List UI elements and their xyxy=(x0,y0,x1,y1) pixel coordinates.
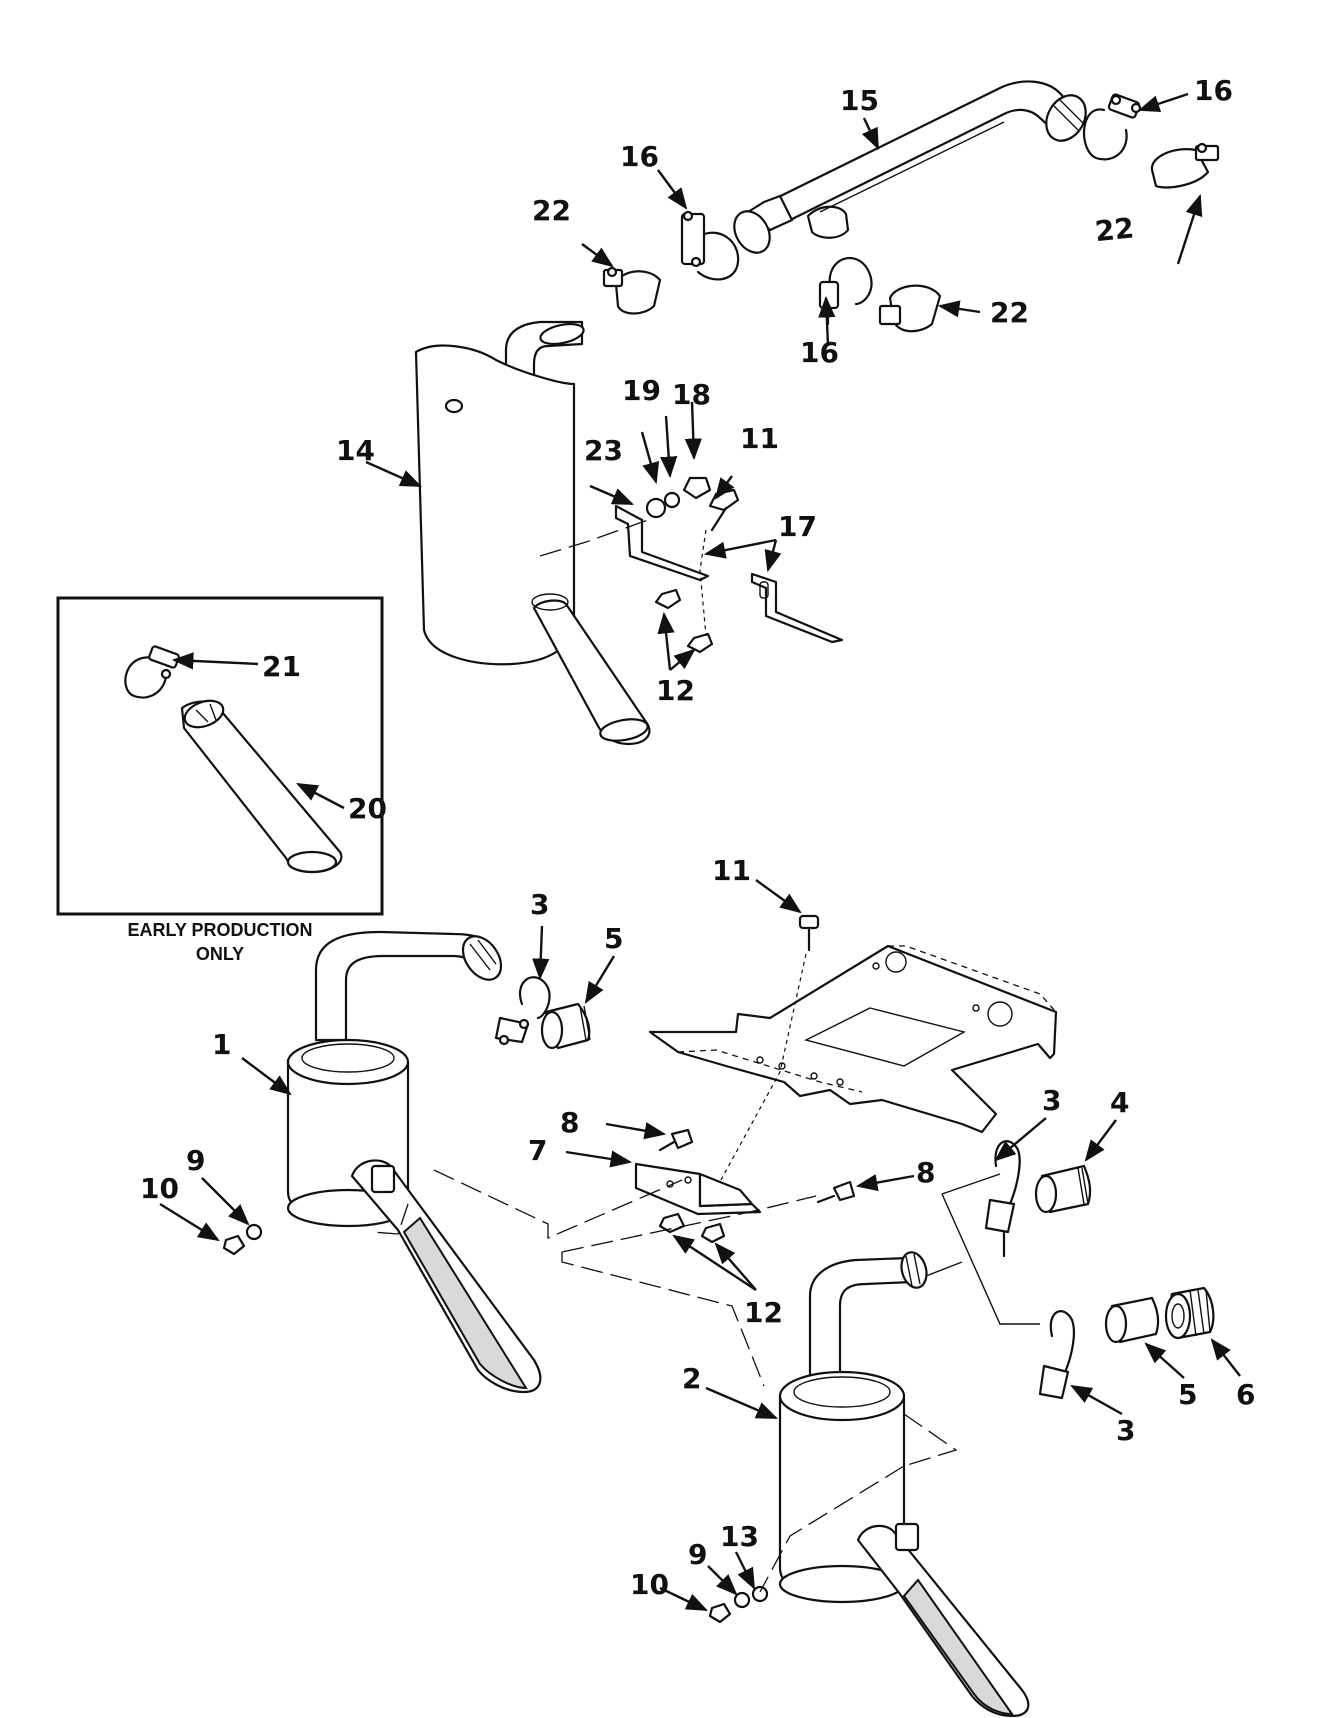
callout-22-upper-right: 22 xyxy=(1093,211,1135,248)
callout-22-center: 22 xyxy=(990,296,1029,329)
callout-1: 1 xyxy=(212,1028,231,1061)
muffler-2 xyxy=(778,1251,1030,1718)
callout-11-lower: 11 xyxy=(712,854,751,887)
callout-3-upper: 3 xyxy=(530,888,549,921)
callout-16-upper-left: 16 xyxy=(620,140,659,173)
band-clamp-22-upper-right xyxy=(1150,142,1220,189)
callout-9-right: 9 xyxy=(688,1538,707,1571)
coupling-6 xyxy=(1164,1286,1215,1340)
callout-9-left: 9 xyxy=(186,1144,205,1177)
callout-8-right: 8 xyxy=(916,1156,935,1189)
early-production-inset xyxy=(56,596,384,916)
inset-caption-line2: ONLY xyxy=(196,944,244,964)
callout-6: 6 xyxy=(1236,1378,1255,1411)
muffler-mount-plate xyxy=(648,944,1058,1134)
washers-9-10-left xyxy=(222,1223,263,1256)
callout-20: 20 xyxy=(348,792,387,825)
hardware-11-18-19-23-12 xyxy=(645,476,740,654)
callout-12-upper: 12 xyxy=(656,674,695,707)
assembly-lines xyxy=(371,1169,1040,1593)
callout-2: 2 xyxy=(682,1362,701,1395)
muffler-14-with-shield xyxy=(414,320,651,746)
callout-3-right-upper: 3 xyxy=(1042,1084,1061,1117)
clamp-3-right-lower xyxy=(1038,1310,1075,1400)
bolt-8-left xyxy=(658,1128,694,1152)
callout-5-upper: 5 xyxy=(604,922,623,955)
muffler-bracket-17 xyxy=(614,504,844,644)
nipple-4 xyxy=(1034,1164,1092,1214)
callout-14: 14 xyxy=(336,434,375,467)
callout-labels: 15 16 22 16 22 16 22 14 19 18 11 23 17 1… xyxy=(127,74,1255,1601)
nipple-5-upper xyxy=(540,1002,591,1050)
clamp-3-right-upper xyxy=(984,1140,1021,1258)
washers-9-10-13-right xyxy=(708,1585,769,1624)
callout-15: 15 xyxy=(840,84,879,117)
nipple-5-right xyxy=(1104,1296,1160,1344)
nuts-12-lower xyxy=(658,1212,726,1244)
callout-12-lower: 12 xyxy=(744,1296,783,1329)
bracket-7 xyxy=(634,1162,762,1216)
bolt-11-lower xyxy=(709,914,820,1201)
callout-18: 18 xyxy=(672,378,711,411)
clamp-3-upper xyxy=(494,976,551,1046)
inset-caption-line1: EARLY PRODUCTION xyxy=(127,920,312,940)
callout-16-lower: 16 xyxy=(800,336,839,369)
callout-13: 13 xyxy=(720,1520,759,1553)
u-bolt-clamp-16-upper-right xyxy=(1083,93,1142,161)
callout-10-left: 10 xyxy=(140,1172,179,1205)
callout-4: 4 xyxy=(1110,1086,1129,1119)
bolt-8-right xyxy=(816,1180,856,1204)
callout-11-upper: 11 xyxy=(740,422,779,455)
callout-19: 19 xyxy=(622,374,661,407)
callout-17: 17 xyxy=(778,510,817,543)
callout-10-right: 10 xyxy=(630,1568,669,1601)
callout-5-right: 5 xyxy=(1178,1378,1197,1411)
callout-22-left: 22 xyxy=(532,194,571,227)
exhaust-pipe-15 xyxy=(733,80,1087,254)
callout-23: 23 xyxy=(584,434,623,467)
callout-8-left: 8 xyxy=(560,1106,579,1139)
muffler-1 xyxy=(286,930,542,1394)
callout-3-right-lower: 3 xyxy=(1116,1414,1135,1447)
u-bolt-clamp-16-upper-left xyxy=(680,210,740,281)
callout-arrows xyxy=(159,92,1241,1612)
callout-7: 7 xyxy=(528,1134,547,1167)
band-clamp-22-center xyxy=(878,284,942,333)
band-clamp-22-left xyxy=(602,266,662,315)
callout-21: 21 xyxy=(262,650,301,683)
callout-16-upper-right: 16 xyxy=(1194,74,1233,107)
